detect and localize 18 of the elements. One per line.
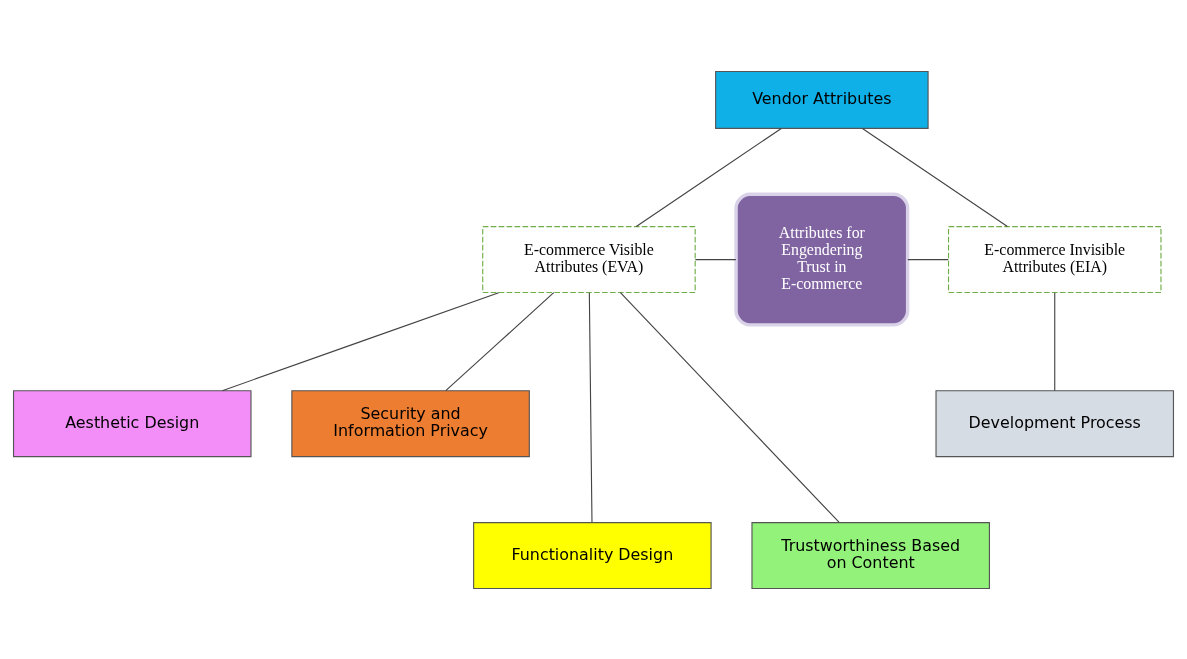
connector (588, 291, 593, 523)
node-box: Security and Information Privacy (291, 389, 530, 457)
connector (1054, 291, 1056, 391)
node-box: Functionality Design (473, 521, 712, 589)
node-box: Aesthetic Design (12, 389, 252, 457)
node-box: E-commerce Visible Attributes (EVA) (482, 225, 696, 293)
node-box: E-commerce Invisible Attributes (EIA) (947, 225, 1162, 293)
connector (861, 127, 1008, 227)
node-box: Trustworthiness Based on Content (751, 521, 990, 589)
connector (694, 258, 737, 260)
connector (635, 127, 782, 227)
node-box: Vendor Attributes (715, 70, 929, 129)
connector (619, 291, 840, 523)
node-box: Attributes for Engendering Trust in E-commerce (734, 192, 910, 327)
connector (445, 291, 555, 391)
connector (221, 291, 500, 391)
connector (907, 258, 949, 260)
node-box: Development Process (935, 389, 1175, 457)
